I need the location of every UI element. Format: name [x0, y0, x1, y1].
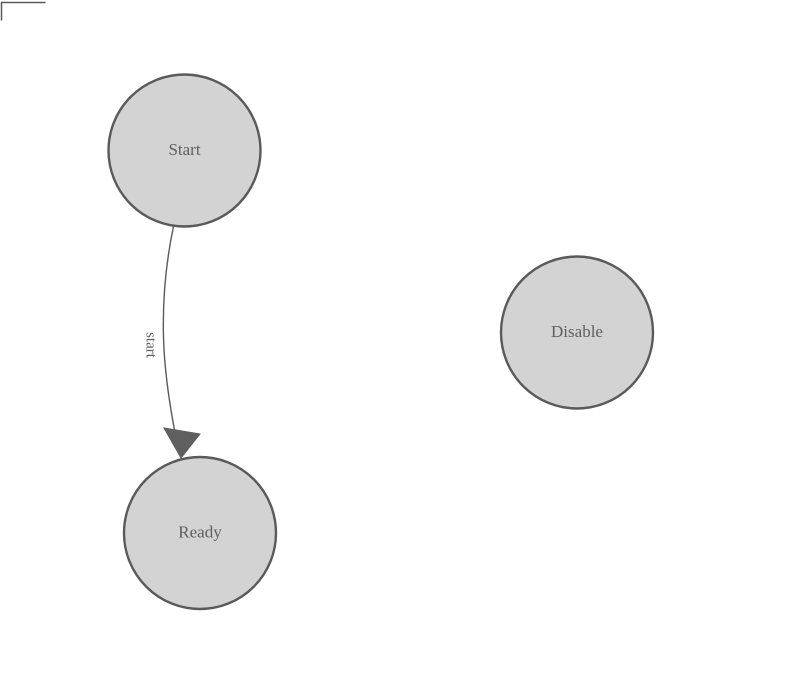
node-ready[interactable]: Ready [122, 455, 278, 611]
edge-label-start: start [143, 332, 159, 359]
node-disable-circle[interactable] [499, 255, 655, 410]
node-start-label: Start [168, 140, 200, 159]
node-start-circle[interactable] [107, 73, 262, 228]
node-disable-label: Disable [551, 322, 603, 341]
node-disable[interactable]: Disable [499, 255, 655, 410]
selection-corner-mark [0, 1, 46, 21]
edge-path-start-to-ready [162, 226, 180, 451]
node-start[interactable]: Start [107, 73, 262, 228]
node-ready-circle[interactable] [122, 455, 278, 611]
edge-start-to-ready[interactable]: start [143, 226, 201, 459]
node-ready-label: Ready [178, 522, 222, 541]
arrowhead-icon [163, 427, 201, 459]
